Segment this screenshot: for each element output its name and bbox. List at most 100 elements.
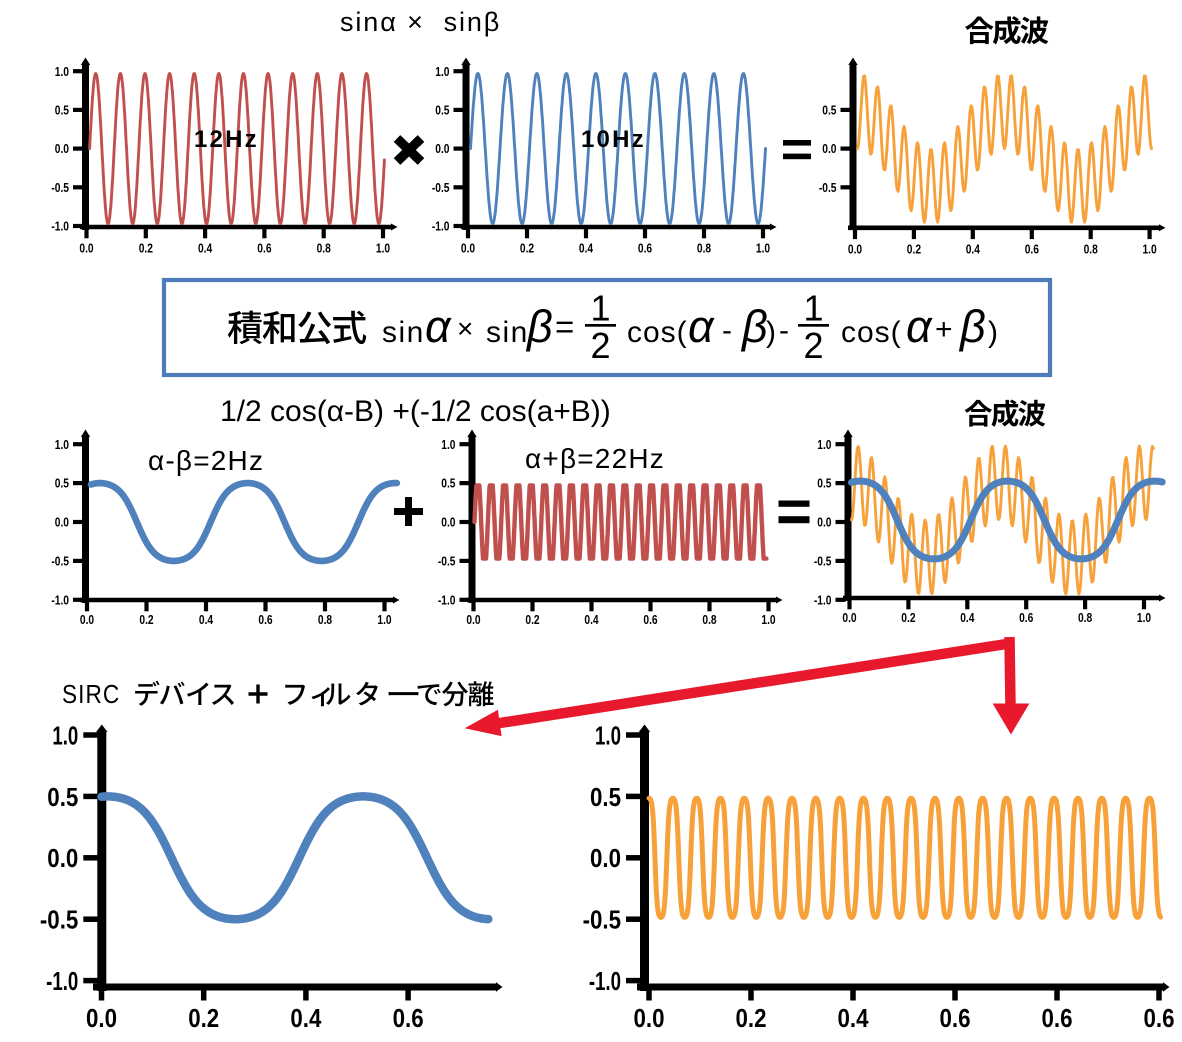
svg-text:1.0: 1.0 — [1137, 612, 1151, 625]
svg-text:SIRC: SIRC — [62, 681, 120, 710]
svg-text:0.0: 0.0 — [633, 1004, 664, 1033]
svg-text:0.6: 0.6 — [643, 614, 658, 627]
svg-text:0.5: 0.5 — [441, 478, 456, 491]
svg-text:sin: sin — [382, 316, 425, 349]
svg-text:0.4: 0.4 — [960, 612, 975, 625]
svg-text:-1.0: -1.0 — [51, 594, 69, 607]
svg-text:0.6: 0.6 — [939, 1004, 970, 1033]
svg-text:0.0: 0.0 — [55, 517, 69, 530]
svg-text:1.0: 1.0 — [441, 439, 455, 452]
svg-text:-0.5: -0.5 — [814, 556, 832, 569]
svg-text:-1.0: -1.0 — [46, 967, 78, 996]
svg-text:0.4: 0.4 — [584, 614, 599, 627]
svg-text:0.4: 0.4 — [290, 1004, 321, 1033]
svg-text:-1.0: -1.0 — [589, 967, 621, 996]
svg-text:β: β — [958, 301, 986, 352]
svg-text:0.4: 0.4 — [579, 243, 594, 256]
svg-text:0.2: 0.2 — [520, 243, 534, 256]
svg-text:0.6: 0.6 — [1019, 612, 1034, 625]
svg-text:0.5: 0.5 — [817, 478, 832, 491]
svg-text:0.5: 0.5 — [590, 783, 621, 812]
svg-text:cos(: cos( — [627, 316, 688, 349]
svg-text:β: β — [525, 301, 553, 352]
svg-text:0.0: 0.0 — [822, 143, 836, 156]
svg-text:0.2: 0.2 — [901, 612, 915, 625]
svg-text:0.8: 0.8 — [697, 243, 712, 256]
svg-text:0.6: 0.6 — [393, 1004, 424, 1033]
svg-text:-0.5: -0.5 — [819, 182, 837, 195]
svg-text:0.4: 0.4 — [966, 243, 981, 256]
svg-text:cos(: cos( — [841, 316, 902, 349]
svg-text:): ) — [766, 316, 776, 349]
svg-text:1.0: 1.0 — [376, 243, 390, 256]
svg-text:1.0: 1.0 — [761, 614, 775, 627]
svg-text:0.6: 0.6 — [257, 243, 272, 256]
svg-text:-0.5: -0.5 — [51, 182, 69, 195]
svg-text:-1.0: -1.0 — [432, 221, 450, 234]
svg-text:0.2: 0.2 — [139, 243, 153, 256]
svg-text:+: + — [935, 313, 953, 346]
svg-text:0.5: 0.5 — [435, 105, 450, 118]
svg-text:0.8: 0.8 — [318, 614, 333, 627]
svg-text:-0.5: -0.5 — [432, 182, 450, 195]
svg-text:0.4: 0.4 — [198, 243, 213, 256]
svg-text:0.2: 0.2 — [735, 1004, 766, 1033]
svg-text:1.0: 1.0 — [55, 66, 69, 79]
svg-text:α: α — [688, 301, 715, 352]
svg-text:0.2: 0.2 — [907, 243, 921, 256]
svg-text:0.6: 0.6 — [1025, 243, 1040, 256]
svg-text:-0.5: -0.5 — [438, 556, 456, 569]
svg-text:β: β — [740, 301, 768, 352]
svg-text:α-β=2Hz: α-β=2Hz — [148, 445, 264, 476]
svg-text:sinα × sinβ: sinα × sinβ — [340, 7, 501, 37]
svg-text:0.2: 0.2 — [139, 614, 153, 627]
svg-text:0.0: 0.0 — [848, 243, 862, 256]
svg-text:0.0: 0.0 — [441, 517, 455, 530]
svg-text:0.0: 0.0 — [466, 614, 480, 627]
svg-text:): ) — [988, 316, 998, 349]
svg-text:0.8: 0.8 — [702, 614, 717, 627]
svg-text:0.6: 0.6 — [1143, 1004, 1174, 1033]
svg-text:1.0: 1.0 — [1142, 243, 1156, 256]
svg-text:1.0: 1.0 — [756, 243, 770, 256]
svg-text:0.0: 0.0 — [590, 845, 621, 874]
svg-text:-: - — [722, 314, 732, 347]
svg-text:1.0: 1.0 — [377, 614, 391, 627]
svg-text:α+β=22Hz: α+β=22Hz — [525, 443, 665, 474]
svg-text:1: 1 — [803, 288, 823, 329]
svg-text:1.0: 1.0 — [817, 439, 831, 452]
svg-text:0.4: 0.4 — [837, 1004, 868, 1033]
svg-text:0.8: 0.8 — [1078, 612, 1093, 625]
svg-text:-0.5: -0.5 — [51, 556, 69, 569]
svg-text:0.6: 0.6 — [1041, 1004, 1072, 1033]
svg-text:0.0: 0.0 — [86, 1004, 117, 1033]
svg-text:1.0: 1.0 — [435, 66, 449, 79]
svg-text:=: = — [555, 308, 574, 345]
svg-text:12Hz: 12Hz — [194, 126, 259, 153]
svg-text:1.0: 1.0 — [52, 721, 78, 750]
svg-text:0.5: 0.5 — [55, 105, 70, 118]
svg-text:α: α — [906, 301, 933, 352]
svg-text:1.0: 1.0 — [595, 721, 621, 750]
svg-text:2: 2 — [803, 325, 823, 366]
svg-text:×: × — [457, 313, 473, 344]
svg-text:2: 2 — [590, 325, 610, 366]
svg-text:1/2 cos(α-B) +(-1/2 cos(a+B)): 1/2 cos(α-B) +(-1/2 cos(a+B)) — [220, 395, 611, 428]
svg-text:0.4: 0.4 — [199, 614, 214, 627]
svg-text:0.8: 0.8 — [1084, 243, 1099, 256]
svg-text:0.5: 0.5 — [55, 478, 70, 491]
svg-text:-0.5: -0.5 — [583, 906, 621, 935]
svg-text:0.2: 0.2 — [525, 614, 539, 627]
svg-text:-0.5: -0.5 — [40, 906, 78, 935]
svg-text:0.0: 0.0 — [842, 612, 856, 625]
svg-text:0.0: 0.0 — [817, 517, 831, 530]
svg-text:0.0: 0.0 — [435, 143, 449, 156]
svg-text:1.0: 1.0 — [55, 439, 69, 452]
svg-text:0.0: 0.0 — [79, 243, 93, 256]
svg-text:sin: sin — [486, 316, 529, 349]
svg-text:10Hz: 10Hz — [581, 126, 646, 153]
svg-text:-1.0: -1.0 — [51, 221, 69, 234]
svg-text:0.8: 0.8 — [317, 243, 332, 256]
svg-text:-1.0: -1.0 — [814, 594, 832, 607]
svg-text:1: 1 — [590, 288, 610, 329]
